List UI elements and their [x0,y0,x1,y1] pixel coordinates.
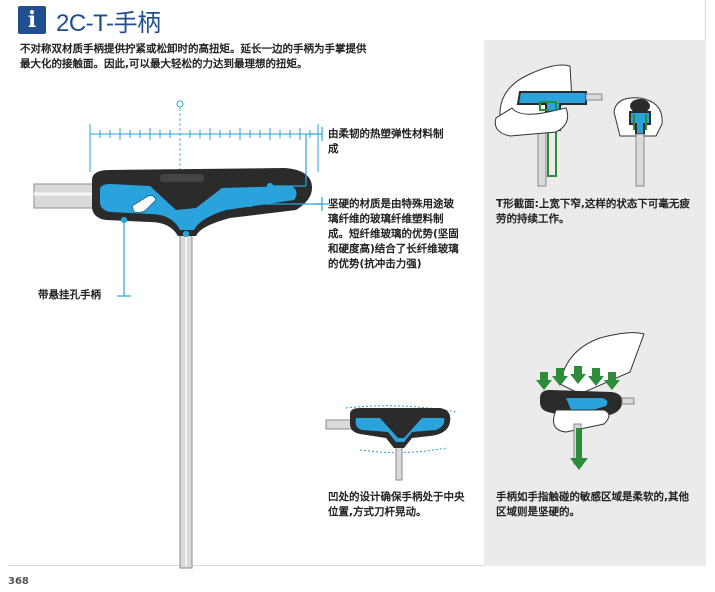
page-number: 368 [8,576,29,587]
axis-marker [176,100,184,108]
info-icon: i [18,6,46,34]
ruler-ticks [89,124,319,172]
hand-grip-illustration [494,64,663,187]
callout-centered-recess: 凹处的设计确保手柄处于中央位置,方式刀杆晃动。 [328,491,465,518]
pressure-arrows [536,366,620,470]
callout-hard-material: 坚硬的材质是由特殊用途玻璃纤维的玻璃纤维塑料制成。短纤维玻璃的优势(坚固和硬度高… [328,198,459,270]
callout-finger-zones: 手柄如手指触碰的敏感区域是柔软的,其他区域则是坚硬的。 [496,491,689,518]
section-header: i 2C-T-手柄 [18,4,161,37]
hang-hole [131,195,157,214]
callout-t-section: T形截面:上宽下窄,这样的状态下可毫无疲劳的持续工作。 [496,198,690,225]
intro-paragraph: 不对称双材质手柄提供拧紧或松卸时的高扭矩。延长一边的手柄为手掌提供最大化的接触面… [20,43,367,70]
page-title: 2C-T-手柄 [56,9,161,37]
handle-grip-top [160,174,204,182]
callout-leaders [117,127,329,297]
callout-hang-hole: 带悬挂孔手柄 [38,289,101,301]
side-view-handle [325,405,457,481]
finger-pressure-illustration [536,332,645,470]
short-shaft [33,183,99,209]
t-handle-body [92,168,312,236]
callout-soft-material: 由柔韧的热塑弹性材料制成 [328,128,444,155]
